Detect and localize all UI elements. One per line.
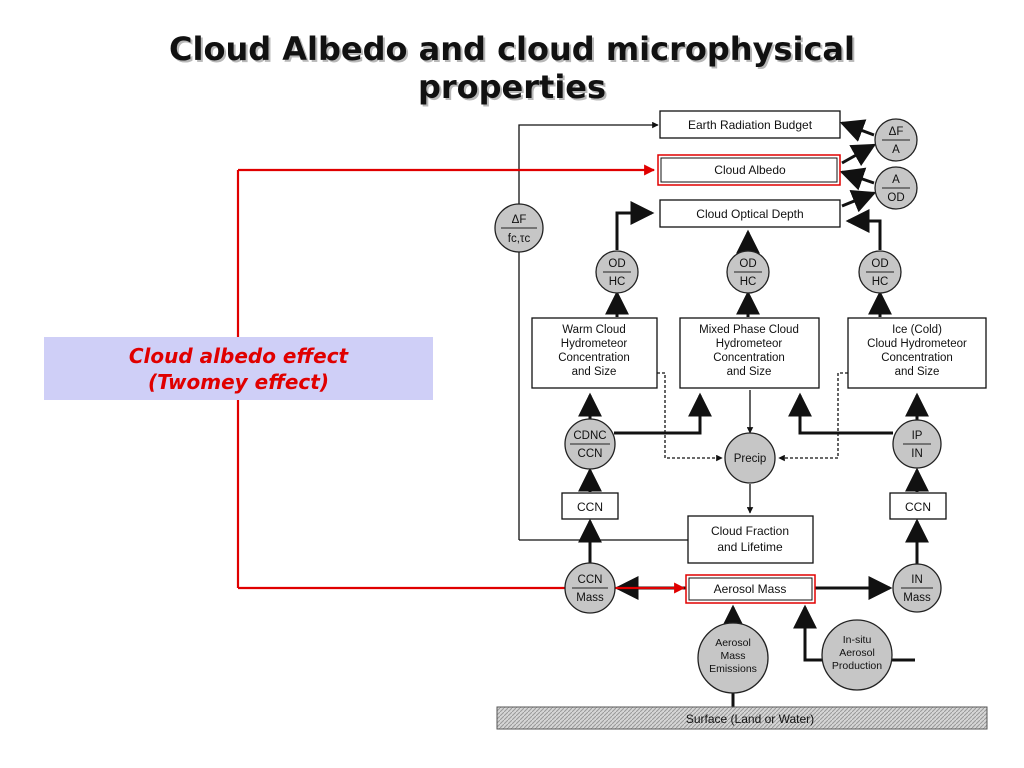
circle-ccn-mass <box>564 562 616 614</box>
ice-cloud-line4: and Size <box>895 366 940 378</box>
connector-cdnc-to-mixed <box>614 392 712 435</box>
circle-emissions-line1: Aerosol <box>715 637 751 649</box>
box-cloud-optical-depth: Cloud Optical Depth <box>659 199 841 228</box>
circle-emissions-line3: Emissions <box>709 663 757 675</box>
circle-od-hc-right-top: OD <box>871 258 888 270</box>
box-ccn-right: CCN <box>889 492 947 520</box>
circle-od-hc-right-bottom: HC <box>872 276 889 288</box>
circle-a-od <box>874 166 918 210</box>
connector-fraction-to-erb <box>518 121 659 540</box>
cloud-fraction-line2: and Lifetime <box>717 540 783 554</box>
box-cloud-fraction: Cloud Fraction and Lifetime <box>687 515 814 564</box>
connector-ice-to-precip <box>778 372 848 462</box>
circle-ccn-mass-top: CCN <box>578 574 603 586</box>
circle-a-od-top: A <box>892 174 900 186</box>
circle-in-mass-bottom: Mass <box>903 592 931 604</box>
mixed-cloud-line2: Hydrometeor <box>716 338 783 350</box>
mixed-cloud-line3: Concentration <box>713 352 785 364</box>
connector-ipin-to-mixed <box>788 392 893 435</box>
circle-od-hc-right <box>858 250 902 294</box>
box-earth-radiation-budget-label: Earth Radiation Budget <box>688 118 813 132</box>
box-aerosol-mass: Aerosol Mass <box>685 574 816 604</box>
ice-cloud-line3: Concentration <box>881 352 953 364</box>
warm-cloud-line3: Concentration <box>558 352 630 364</box>
warm-cloud-line4: and Size <box>572 366 617 378</box>
circle-a-od-bottom: OD <box>887 192 904 204</box>
circle-in-mass <box>892 563 942 613</box>
connector-albedo-to-dfa <box>841 143 877 167</box>
circle-ip-in-bottom: IN <box>911 448 923 460</box>
cloud-fraction-line1: Cloud Fraction <box>711 524 789 538</box>
warm-cloud-line2: Hydrometeor <box>561 338 628 350</box>
connector-odhc-right-to-optical-depth <box>845 209 882 250</box>
circle-df-a <box>874 118 918 162</box>
circle-emissions-line2: Mass <box>720 650 745 662</box>
circle-insitu-production <box>821 619 893 691</box>
warm-cloud-line1: Warm Cloud <box>562 324 625 336</box>
box-cloud-albedo: Cloud Albedo <box>657 154 841 186</box>
box-ccn-left: CCN <box>561 492 619 520</box>
circle-df-fc <box>494 203 544 253</box>
circle-od-hc-left-bottom: HC <box>609 276 626 288</box>
circle-df-a-top: ΔF <box>889 126 904 138</box>
slide-title-line2: properties <box>417 68 607 106</box>
callout-line2: (Twomey effect) <box>148 369 329 394</box>
box-warm-cloud: Warm Cloud Hydrometeor Concentration and… <box>531 317 658 389</box>
circle-insitu-line1: In-situ <box>843 634 872 646</box>
slide-title-line1: Cloud Albedo and cloud microphysical <box>169 30 855 68</box>
connector-dfa-to-erb <box>839 119 875 142</box>
box-cloud-optical-depth-label: Cloud Optical Depth <box>696 207 803 221</box>
circle-cdnc-ccn <box>564 418 616 470</box>
circle-ccn-mass-bottom: Mass <box>576 592 604 604</box>
circle-insitu-line3: Production <box>832 660 882 672</box>
circle-od-hc-mid-bottom: HC <box>740 276 757 288</box>
circle-insitu-line2: Aerosol <box>839 647 875 659</box>
circle-precip-label: Precip <box>734 453 767 465</box>
surface-label: Surface (Land or Water) <box>686 712 814 726</box>
circle-df-a-bottom: A <box>892 144 900 156</box>
box-aerosol-mass-label: Aerosol Mass <box>714 582 787 596</box>
circle-precip <box>724 432 776 484</box>
callout-line1: Cloud albedo effect <box>128 343 349 368</box>
slide-title: Cloud Albedo and cloud microphysical pro… <box>0 30 1024 106</box>
circle-cdnc-bottom: CCN <box>578 448 603 460</box>
ice-cloud-line2: Cloud Hydrometeor <box>867 338 967 350</box>
thin-connectors <box>518 121 848 541</box>
box-earth-radiation-budget: Earth Radiation Budget <box>659 110 841 139</box>
circle-od-hc-left <box>595 250 639 294</box>
connector-warm-to-precip <box>657 372 723 462</box>
surface-bar: Surface (Land or Water) <box>496 706 988 730</box>
circle-ip-in-top: IP <box>912 430 923 442</box>
twomey-callout: Cloud albedo effect (Twomey effect) <box>44 337 433 400</box>
box-ccn-left-label: CCN <box>577 500 603 514</box>
ice-cloud-line1: Ice (Cold) <box>892 324 942 336</box>
circle-aerosol-emissions <box>697 622 769 694</box>
circle-in-mass-top: IN <box>911 574 923 586</box>
circle-od-hc-mid-top: OD <box>739 258 756 270</box>
mixed-cloud-line1: Mixed Phase Cloud <box>699 324 799 336</box>
circle-df-fc-bottom: fc,τc <box>508 233 531 245</box>
circle-ip-in <box>892 419 942 469</box>
circle-od-hc-left-top: OD <box>608 258 625 270</box>
circle-cdnc-top: CDNC <box>573 430 606 442</box>
box-ccn-right-label: CCN <box>905 500 931 514</box>
connector-aod-to-albedo <box>839 167 875 191</box>
circle-od-hc-mid <box>726 250 770 294</box>
box-ice-cloud: Ice (Cold) Cloud Hydrometeor Concentrati… <box>847 317 987 389</box>
box-mixed-phase-cloud: Mixed Phase Cloud Hydrometeor Concentrat… <box>679 317 820 389</box>
mixed-cloud-line4: and Size <box>727 366 772 378</box>
connector-odhc-left-to-optical-depth <box>615 201 655 250</box>
box-cloud-albedo-label: Cloud Albedo <box>714 163 786 177</box>
connector-optical-to-aod <box>841 190 877 213</box>
circle-df-fc-top: ΔF <box>512 214 527 226</box>
